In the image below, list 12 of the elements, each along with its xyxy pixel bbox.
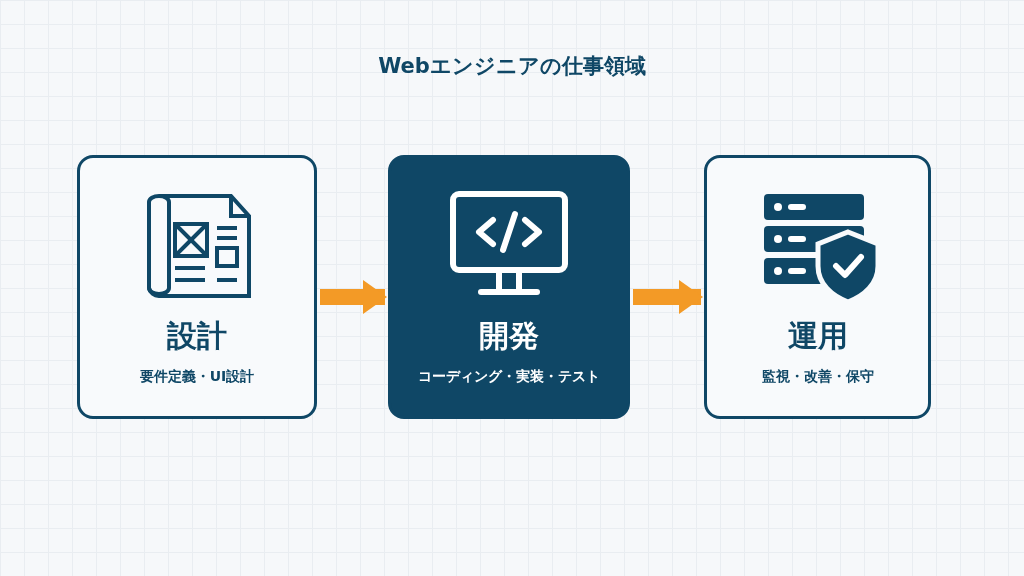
- step-heading: 設計: [167, 317, 227, 355]
- step-description: 監視・改善・保守: [761, 368, 874, 386]
- diagram-title: Webエンジニアの仕事領域: [377, 53, 647, 80]
- arrow: [320, 280, 387, 314]
- step-heading: 開発: [479, 317, 539, 355]
- step-heading: 運用: [787, 317, 848, 355]
- arrow: [633, 280, 703, 314]
- step-card: [704, 155, 931, 419]
- step-description: 要件定義・UI設計: [139, 368, 255, 386]
- step-description: コーディング・実装・テスト: [418, 368, 600, 386]
- highlighted-step-card: [388, 155, 630, 419]
- step-card: [77, 155, 317, 419]
